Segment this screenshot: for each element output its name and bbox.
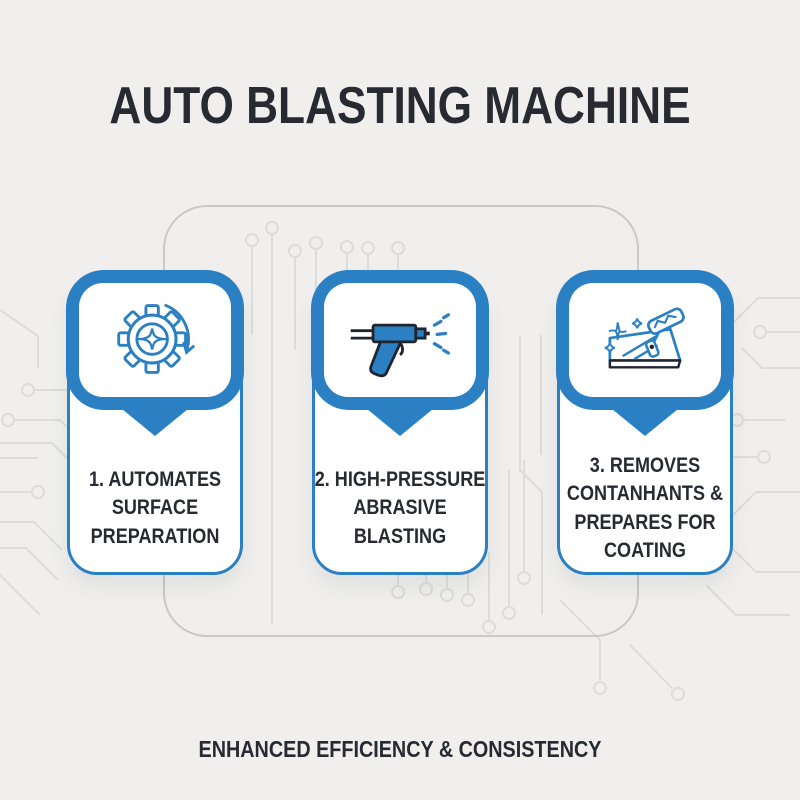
card-label-2: 2. HIGH-PRESSURE ABRASIVE BLASTING <box>314 468 486 548</box>
card-label-1: 1. AUTOMATES SURFACE PREPARATION <box>88 468 222 548</box>
footer-tagline: ENHANCED EFFICIENCY & CONSISTENCY <box>198 736 602 762</box>
process-card-1: 1. AUTOMATES SURFACE PREPARATION <box>66 270 244 575</box>
card-icon-box <box>324 283 476 397</box>
process-cards-row: 1. AUTOMATES SURFACE PREPARATION <box>0 270 800 575</box>
card-icon-box <box>569 283 721 397</box>
card-icon-bubble <box>311 270 489 410</box>
gear-rotation-icon <box>117 303 196 374</box>
spray-gun-icon <box>350 313 450 378</box>
card-icon-box <box>79 283 231 397</box>
card-icon-bubble <box>556 270 734 410</box>
page-title: AUTO BLASTING MACHINE <box>109 77 691 135</box>
card-icon-bubble <box>66 270 244 410</box>
surface-cleaning-icon <box>604 307 685 369</box>
process-card-3: 3. REMOVES CONTANHANTS & PREPARES FOR CO… <box>556 270 734 575</box>
card-label-3: 3. REMOVES CONTANHANTS & PREPARES FOR CO… <box>566 454 724 562</box>
process-card-2: 2. HIGH-PRESSURE ABRASIVE BLASTING <box>311 270 489 575</box>
